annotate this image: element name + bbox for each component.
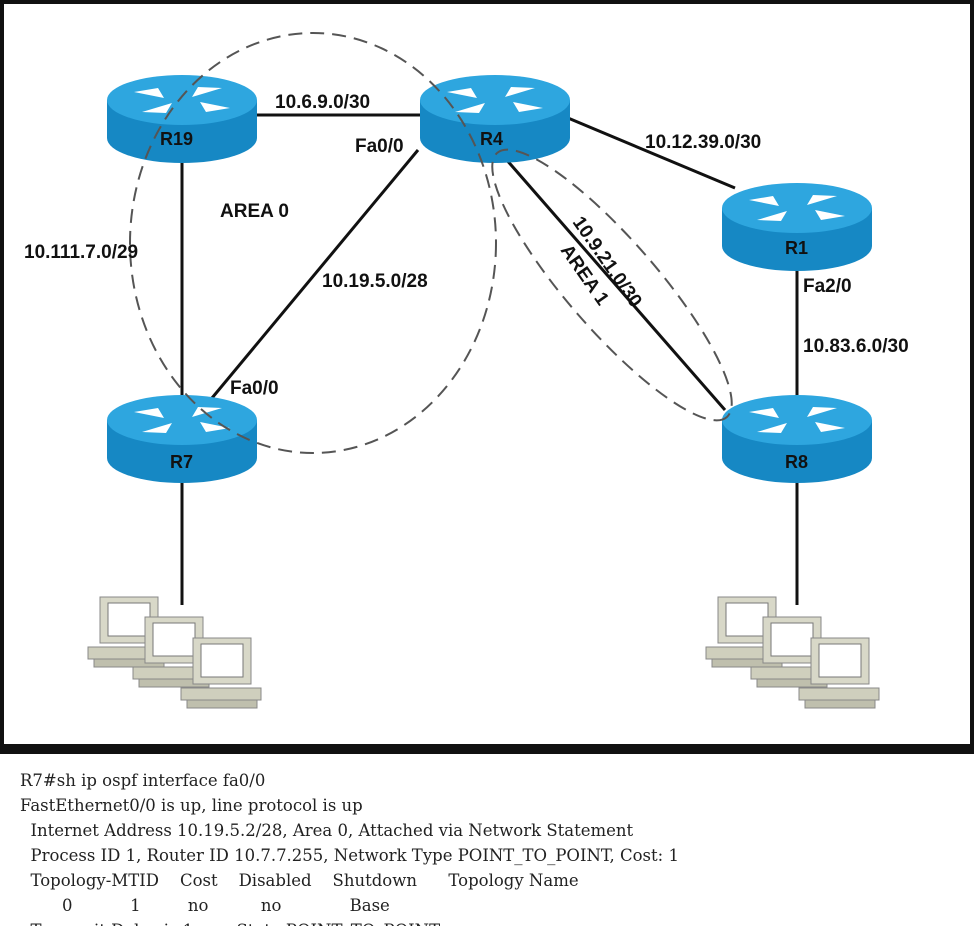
terminal-line: Process ID 1, Router ID 10.7.7.255, Netw… bbox=[20, 846, 679, 865]
r7-interface-label: Fa0/0 bbox=[230, 378, 279, 399]
link-r4-r1 bbox=[567, 116, 736, 190]
area1-boundary bbox=[491, 148, 733, 422]
link-label-r4-r1: 10.12.39.0/30 bbox=[645, 132, 761, 153]
link-label-r19-r4: 10.6.9.0/30 bbox=[275, 92, 370, 113]
svg-text:R7: R7 bbox=[170, 452, 193, 472]
link-label-r4-r7: 10.19.5.0/28 bbox=[322, 271, 428, 292]
svg-text:R1: R1 bbox=[785, 238, 808, 258]
link-label-r19-r7: 10.111.7.0/29 bbox=[24, 242, 138, 263]
terminal-output: R7#sh ip ospf interface fa0/0 FastEthern… bbox=[0, 748, 974, 926]
router-r19: R19 bbox=[107, 75, 257, 163]
terminal-line: Transmit Delay is 1 sec, State POINT_TO_… bbox=[20, 918, 974, 926]
terminal-line: R7#sh ip ospf interface fa0/0 bbox=[20, 771, 266, 790]
router-r8: R8 bbox=[722, 395, 872, 483]
links bbox=[180, 113, 799, 605]
svg-text:R4: R4 bbox=[480, 129, 503, 149]
router-r7: R7 bbox=[107, 395, 257, 483]
terminal-line: 0 1 no no Base bbox=[20, 896, 390, 915]
r1-interface-label: Fa2/0 bbox=[803, 276, 852, 297]
area0-label: AREA 0 bbox=[220, 201, 289, 222]
router-r4: R4 bbox=[420, 75, 570, 163]
terminal-line: FastEthernet0/0 is up, line protocol is … bbox=[20, 796, 363, 815]
svg-text:R19: R19 bbox=[160, 129, 193, 149]
r4-interface-label: Fa0/0 bbox=[355, 136, 404, 157]
link-r4-r8 bbox=[503, 157, 727, 411]
network-diagram: R19 R4 R1 R7 R8 10.6.9.0/30 Fa0/0 10.12.… bbox=[0, 0, 974, 748]
pc-group-r8 bbox=[705, 596, 880, 709]
terminal-line: Internet Address 10.19.5.2/28, Area 0, A… bbox=[20, 821, 634, 840]
frame bbox=[0, 0, 974, 748]
link-r4-r7 bbox=[210, 149, 420, 399]
terminal-line: Topology-MTID Cost Disabled Shutdown Top… bbox=[20, 871, 579, 890]
area0-boundary bbox=[129, 32, 497, 454]
link-label-r1-r8: 10.83.6.0/30 bbox=[803, 336, 909, 357]
pc-group-r7 bbox=[87, 596, 262, 709]
router-r1: R1 bbox=[722, 183, 872, 271]
svg-text:R8: R8 bbox=[785, 452, 808, 472]
